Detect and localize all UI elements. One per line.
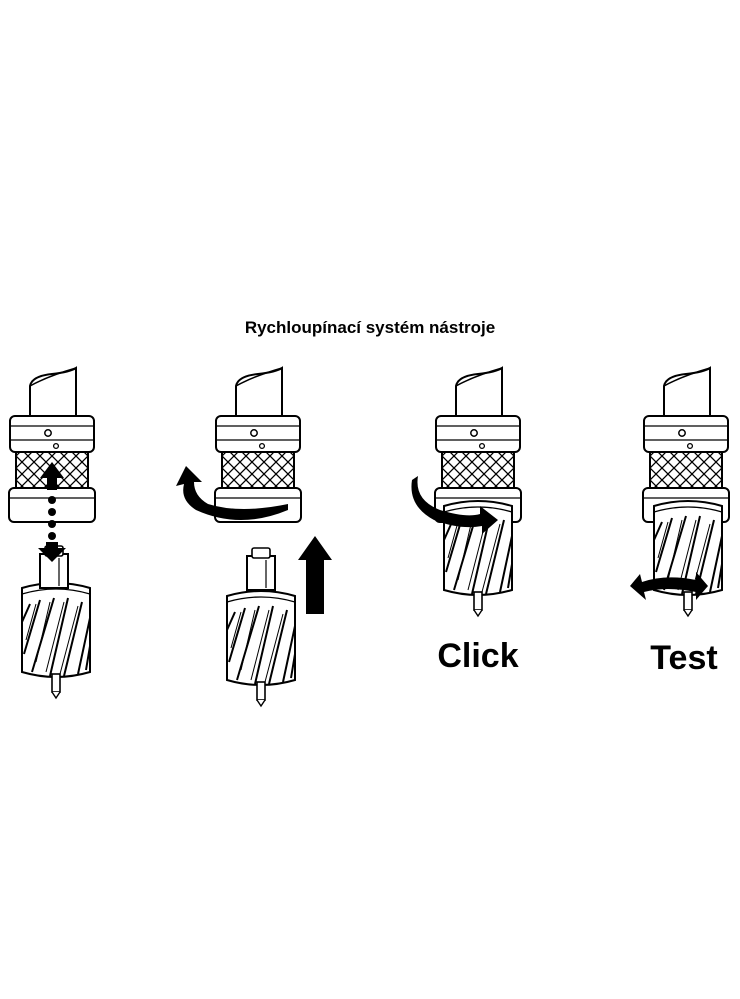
step-label-test: Test [650,639,717,677]
double-rotate-arrow-icon [630,572,708,600]
rotate-arrow-icon [411,476,498,534]
step-2-rotate-and-push [176,367,332,707]
step-4-test: Test [630,367,730,677]
double-arrow-icon [38,462,66,562]
rotate-arrow-icon [176,466,288,520]
step-label-click: Click [437,637,518,675]
step-3-click: Click [411,367,522,675]
diagram-title: Rychloupínací systém nástroje [244,318,496,337]
step-1-insert [8,367,96,699]
arrow-up-icon [298,536,332,614]
annular-cutter-icon [21,582,91,699]
